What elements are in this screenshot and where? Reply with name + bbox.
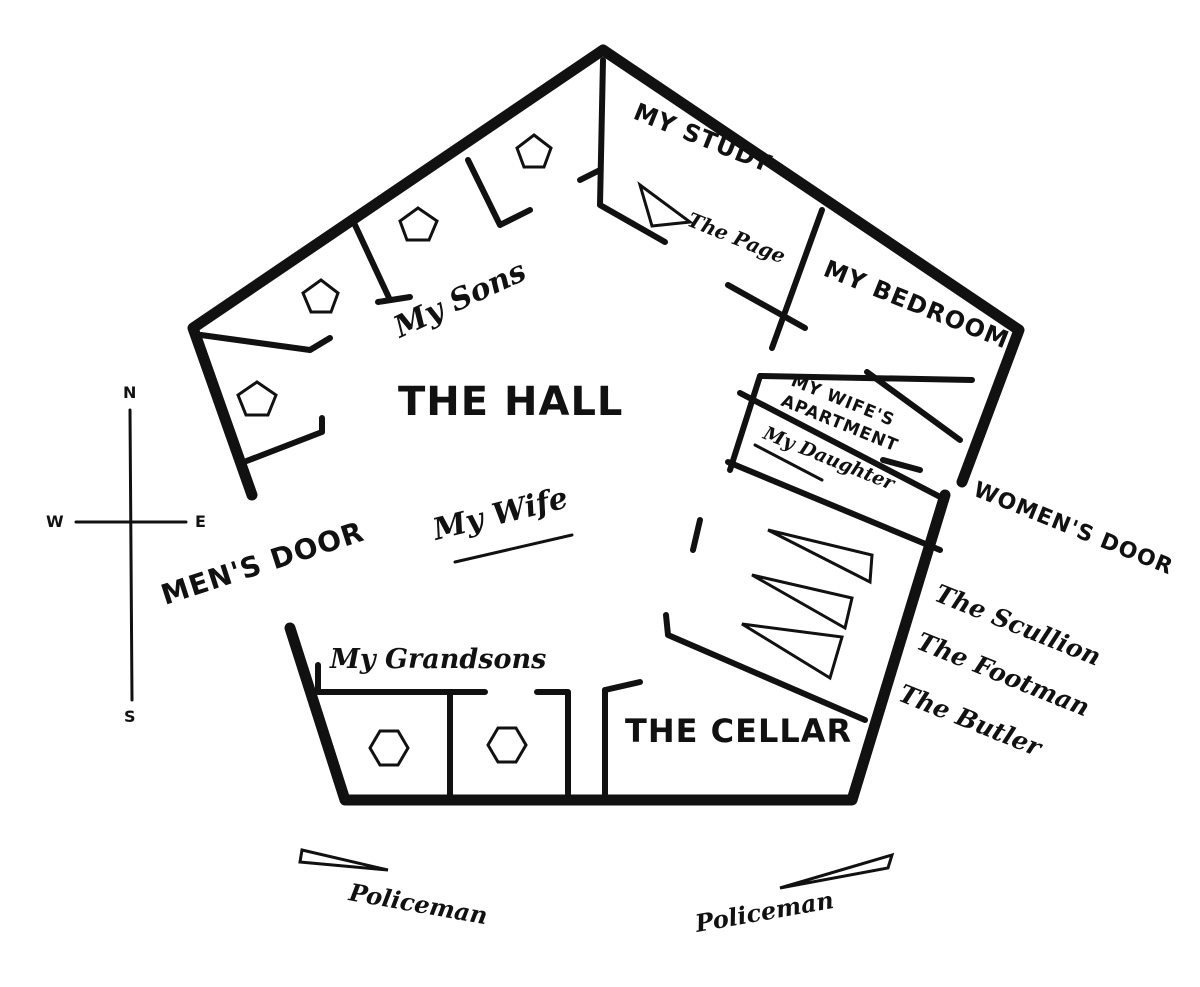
compass-south-label: S [124, 707, 136, 726]
wife-label: My Wife [428, 481, 571, 549]
sons-cells [198, 157, 533, 465]
footman-bed-icon [751, 573, 854, 631]
bed-icon [236, 380, 278, 417]
study-walls [577, 57, 975, 723]
policeman-right-label: Policeman [692, 885, 836, 938]
bed-icon [398, 206, 439, 242]
compass-east-label: E [195, 512, 206, 531]
wife-underline [453, 533, 574, 564]
policeman-left-label: Policeman [346, 877, 490, 930]
bed-icon [368, 729, 410, 767]
mens-door-label: MEN'S DOOR [157, 515, 368, 612]
room-label-cellar: THE CELLAR [625, 712, 852, 750]
compass-west-label: W [46, 512, 64, 531]
scullion-bed-icon [767, 528, 874, 585]
womens-door-label: WOMEN'S DOOR [970, 477, 1177, 580]
page-label: The Page [684, 207, 789, 268]
compass: N S E W [46, 383, 206, 726]
room-label-hall: THE HALL [398, 379, 623, 425]
bed-icon [515, 133, 553, 169]
page-bed-icon [637, 181, 694, 228]
compass-north-label: N [123, 383, 136, 402]
bed-icon [486, 726, 528, 764]
policeman-marker-icon [779, 852, 895, 890]
bed-icon [301, 278, 340, 314]
beds [236, 133, 553, 767]
outer-walls [187, 44, 1025, 806]
servant-beds [298, 181, 895, 890]
policeman-marker-icon [298, 848, 389, 872]
butler-bed-icon [741, 622, 844, 681]
daughter-underline [753, 443, 824, 482]
grandsons-cells [315, 662, 643, 803]
room-label-study: MY STUDY [630, 98, 776, 179]
grandsons-label: My Grandsons [329, 644, 546, 675]
